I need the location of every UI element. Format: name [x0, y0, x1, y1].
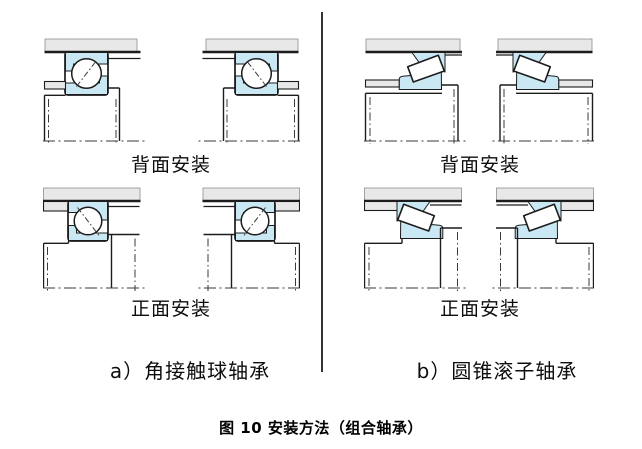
- mounting-label-ball-back: 背面安装: [130, 154, 211, 176]
- mounting-label-taper-back: 背面安装: [439, 154, 520, 176]
- mounting-label-ball-front: 正面安装: [130, 298, 211, 320]
- figure-caption: 图 10 安装方法（组合轴承）: [219, 419, 423, 437]
- section-a-caption: a）角接触球轴承: [109, 359, 271, 383]
- section-divider-line: [321, 12, 323, 372]
- taper-bearing-back-left-diagram: [364, 37, 468, 149]
- section-b-caption: b）圆锥滚子轴承: [416, 359, 578, 383]
- taper-bearing-back-right-diagram: [490, 37, 594, 149]
- ball-bearing-back-right-diagram: [196, 37, 300, 149]
- mounting-label-taper-front: 正面安装: [439, 298, 520, 320]
- ball-bearing-front-left-diagram: [43, 186, 147, 298]
- ball-bearing-front-right-diagram: [196, 186, 300, 298]
- taper-bearing-front-left-diagram: [364, 186, 468, 298]
- taper-bearing-front-right-diagram: [490, 186, 594, 298]
- ball-bearing-back-left-diagram: [43, 37, 147, 149]
